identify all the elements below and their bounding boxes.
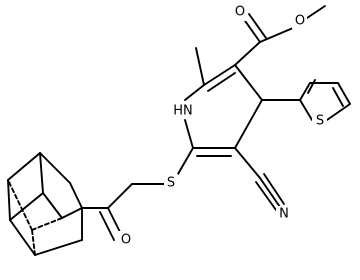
bond-methoxy-carbon	[306, 5, 326, 19]
bond-thiophene-c2-c3-double	[307, 79, 316, 94]
nitrile-triple-bond-1	[259, 177, 281, 208]
atom-labels: HN S S N O O O	[121, 5, 324, 248]
bond-thiophene-s-c2	[299, 99, 313, 121]
ester-carbonyl-o-mask	[232, 4, 247, 21]
bond-ketone-double	[99, 211, 115, 241]
bond-c6-n1	[184, 119, 194, 149]
bond-ester-carbonyl	[242, 17, 261, 43]
nitrile-triple-bond-3	[263, 173, 285, 205]
nh-atom-label: HN	[173, 104, 193, 119]
adamantane-hidden-bond-1	[31, 229, 36, 256]
ester-methoxy-o-mask	[292, 12, 307, 29]
adamantane-hidden-bond-3	[7, 179, 33, 231]
bond-c3-c4	[234, 64, 263, 101]
atom-label-masks	[118, 4, 327, 248]
adamantyl-cage	[7, 152, 83, 256]
bond-c3-ester-carbon	[234, 41, 261, 66]
s-thioether-mask	[164, 174, 178, 191]
s-thiophene-mask	[312, 112, 327, 129]
bond-ch2-carbonyl-carbon	[107, 183, 133, 209]
adamantane-bond-2	[39, 152, 71, 184]
ketone-oxygen-label: O	[121, 233, 131, 248]
bond-thiophene-c4-c5	[337, 82, 351, 105]
bond-thiophene-c4-c5-double	[332, 87, 344, 107]
adamantane-bond-1	[69, 182, 83, 209]
bond-ester-methoxy-oxygen	[259, 27, 294, 43]
adamantane-bond-11	[61, 207, 83, 219]
adamantane-bond-6	[34, 239, 83, 256]
adamantane-bond-10	[42, 192, 63, 219]
thioether-sulfur-label: S	[167, 176, 175, 191]
ester-methoxy-oxygen-label: O	[295, 14, 305, 29]
thioether-ketone-chain	[81, 147, 194, 241]
bond-thiophene-c2-c3	[299, 82, 311, 101]
nitrile-group	[234, 147, 285, 211]
nitrile-n-mask	[276, 206, 291, 223]
adamantane-bond-4	[7, 179, 11, 221]
bond-c2-c3	[203, 64, 236, 86]
bond-c2-c3-double	[207, 72, 236, 92]
adamantane-bond-9	[9, 192, 44, 221]
thiophene-ring	[261, 79, 351, 121]
thiophene-sulfur-label: S	[316, 114, 324, 129]
ester-carbonyl-oxygen-label: O	[235, 5, 245, 20]
bond-c4-c5	[234, 99, 263, 149]
adamantane-bond-3	[7, 152, 41, 181]
ketone-o-mask	[118, 231, 133, 248]
nitrile-nitrogen-label: N	[279, 207, 289, 222]
bond-thiophene-c5-s	[326, 103, 351, 121]
adamantane-bond-8	[39, 152, 44, 194]
bond-ester-carbonyl-double	[248, 13, 267, 39]
adamantane-bond-5	[9, 219, 36, 256]
nitrile-triple-bond-2	[255, 181, 277, 211]
methyl-bond	[195, 47, 205, 86]
adamantane-hidden-bond-2	[31, 217, 63, 231]
bond-n1-c2	[184, 84, 205, 101]
methyl-ester-group	[234, 5, 326, 66]
bond-c6-s	[177, 147, 194, 175]
dihydropyridine-ring	[184, 64, 263, 157]
bond-c5-nitrile-carbon	[234, 147, 261, 179]
nh-mask	[169, 102, 197, 119]
